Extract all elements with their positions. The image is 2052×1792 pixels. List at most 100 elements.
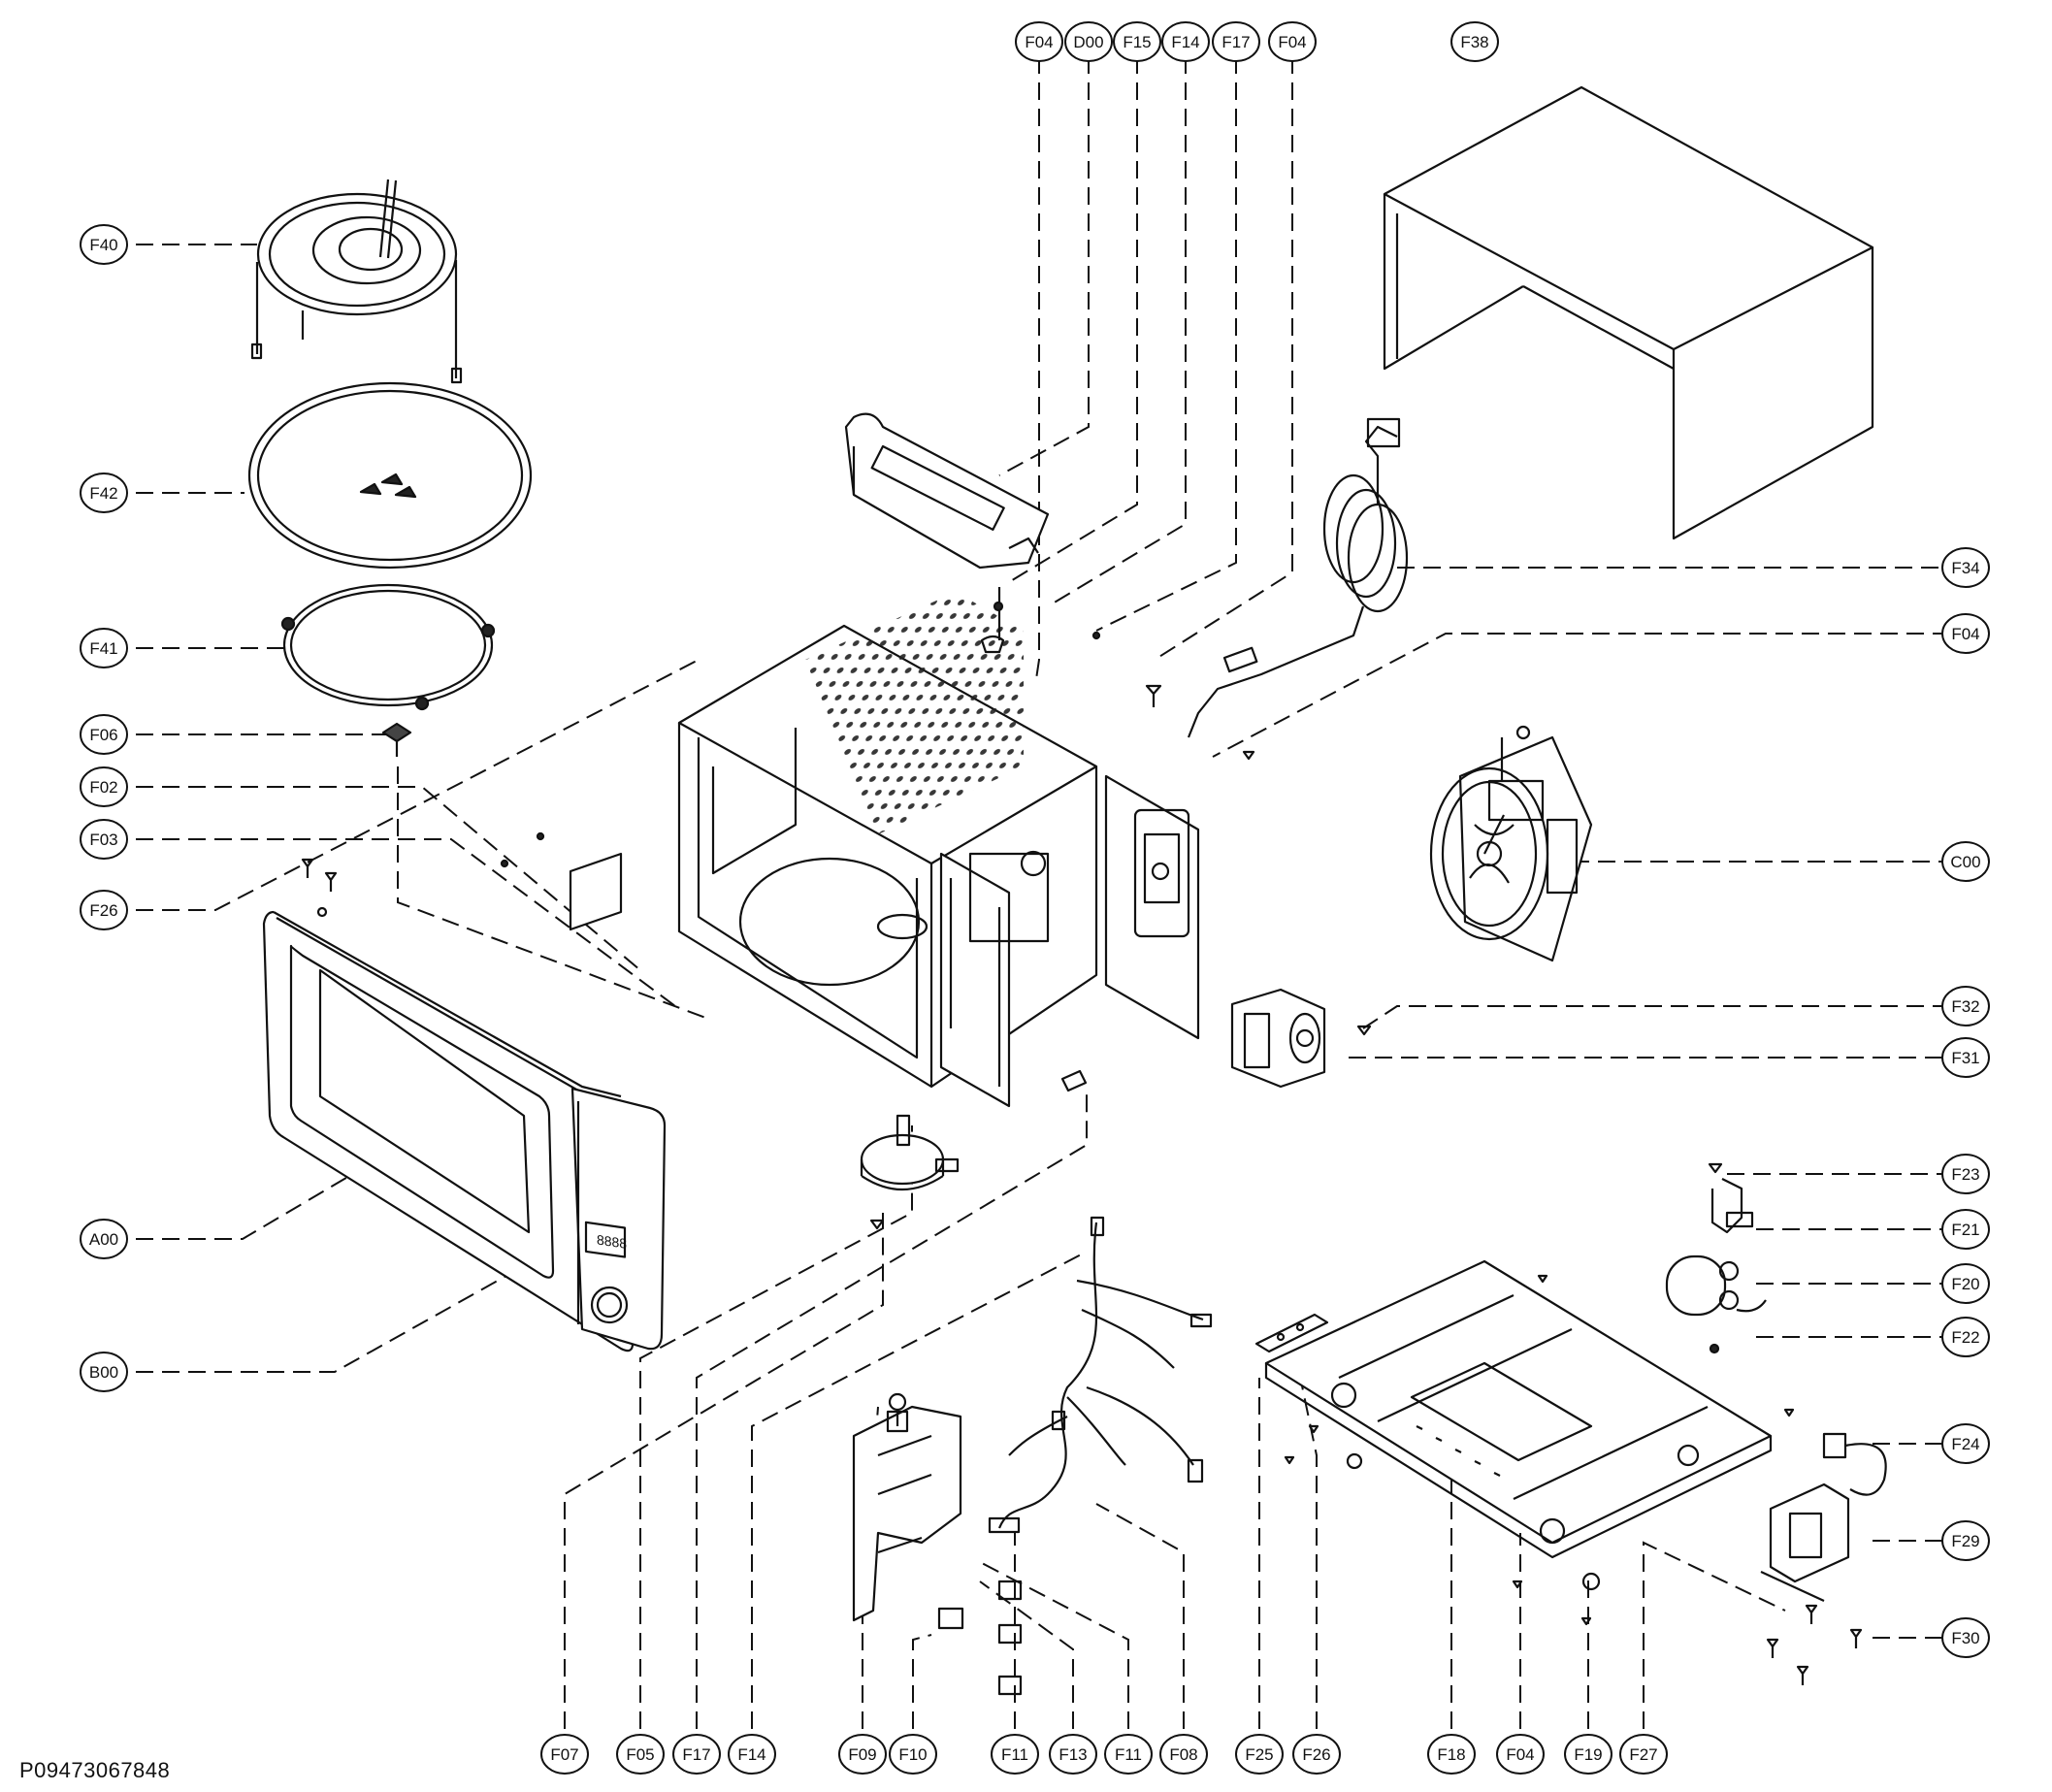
roller-ring-drawing [280,583,496,711]
grill-rack-drawing [250,179,463,384]
callout-label: A00 [89,1230,118,1249]
callout-label: F31 [1951,1049,1979,1067]
outer-cabinet-drawing [1383,85,1874,540]
callout-right-10: F24 [1941,1423,1990,1464]
fan-assembly-drawing [1429,725,1593,962]
callout-bubble [80,714,128,755]
callout-bubble [1161,21,1210,62]
callout-bottom-9: F11 [1104,1734,1153,1775]
transformer-screws-drawing [1766,1604,1863,1685]
callout-label: F26 [1302,1745,1330,1764]
callout-top-6: F04 [1268,21,1317,62]
callout-bubble [1292,1734,1341,1775]
callout-bottom-7: F11 [991,1734,1039,1775]
callout-left-1: F40 [80,224,128,265]
latch-frame-drawing [852,1392,962,1622]
callout-bottom-11: F25 [1235,1734,1284,1775]
callout-bottom-14: F04 [1496,1734,1545,1775]
callout-label: F11 [1001,1745,1028,1764]
callout-right-11: F29 [1941,1520,1990,1561]
callout-bubble [1450,21,1499,62]
callout-bubble [889,1734,937,1775]
callout-bubble [1941,613,1990,654]
callout-label: C00 [1950,853,1980,871]
power-cord-drawing [1187,417,1409,738]
callout-top-1: F04 [1015,21,1063,62]
callout-label: F13 [1059,1745,1087,1764]
callout-label: F24 [1951,1435,1979,1453]
callout-bubble [1496,1734,1545,1775]
callout-bubble [1941,1423,1990,1464]
callout-bottom-16: F27 [1619,1734,1668,1775]
callout-bubble [728,1734,776,1775]
callout-bubble [1159,1734,1208,1775]
callout-right-8: F20 [1941,1263,1990,1304]
callout-bubble [1941,1209,1990,1250]
door-drawing [262,910,635,1352]
callout-bubble [1941,547,1990,588]
callout-top-5: F17 [1212,21,1260,62]
callout-label: F34 [1951,559,1979,577]
callout-bubble [1113,21,1161,62]
callout-label: F07 [550,1745,578,1764]
callout-label: F27 [1629,1745,1657,1764]
callout-left-3: F41 [80,628,128,668]
callout-bubble [80,1219,128,1259]
callout-label: F41 [89,639,117,658]
callout-bubble [1941,1617,1990,1658]
callout-label: F14 [1171,33,1199,51]
callout-bottom-1: F07 [540,1734,589,1775]
callout-label: F38 [1460,33,1488,51]
callout-label: D00 [1073,33,1103,51]
turntable-plate-drawing [247,381,533,570]
callout-bubble [616,1734,665,1775]
callout-bottom-3: F17 [672,1734,721,1775]
callout-label: F23 [1951,1165,1979,1184]
callout-bottom-10: F08 [1159,1734,1208,1775]
callout-bubble [1268,21,1317,62]
callout-bubble [1564,1734,1612,1775]
cavity-body-drawing [677,592,1200,1108]
base-plate-drawing [1264,1259,1773,1559]
callout-bubble [1941,1520,1990,1561]
callout-label: F04 [1506,1745,1534,1764]
callout-bubble [1104,1734,1153,1775]
callout-bubble [540,1734,589,1775]
callout-bubble [1064,21,1113,62]
base-feet-drawing [1284,1274,1795,1626]
callout-label: F30 [1951,1629,1979,1647]
leader-lines [136,56,1950,1729]
callout-label: F19 [1574,1745,1602,1764]
callout-bubble [1941,1154,1990,1194]
callout-label: F11 [1115,1745,1142,1764]
callout-top-7: F38 [1450,21,1499,62]
callout-bottom-13: F18 [1427,1734,1476,1775]
top-fasteners-drawing [980,601,1255,761]
callout-bubble [1049,1734,1097,1775]
callout-label: F09 [848,1745,876,1764]
callout-label: B00 [89,1363,118,1382]
callout-bubble [1941,841,1990,882]
callout-bottom-2: F05 [616,1734,665,1775]
callout-left-9: B00 [80,1352,128,1392]
callout-right-6: F23 [1941,1154,1990,1194]
callout-left-6: F03 [80,819,128,860]
callout-right-9: F22 [1941,1317,1990,1357]
callout-right-2: F04 [1941,613,1990,654]
callout-right-5: F31 [1941,1037,1990,1078]
callout-label: F25 [1245,1745,1273,1764]
callout-label: F40 [89,236,117,254]
callout-label: F03 [89,831,117,849]
callout-bottom-4: F14 [728,1734,776,1775]
callout-top-3: F15 [1113,21,1161,62]
waveguide-cover-drawing [844,412,1050,640]
callout-bubble [1427,1734,1476,1775]
callout-left-4: F06 [80,714,128,755]
turntable-motor-drawing [860,1114,960,1230]
callout-bubble [80,1352,128,1392]
base-bracket-drawing [1254,1313,1329,1353]
callout-label: F14 [737,1745,765,1764]
part-drawings [247,85,1887,1696]
